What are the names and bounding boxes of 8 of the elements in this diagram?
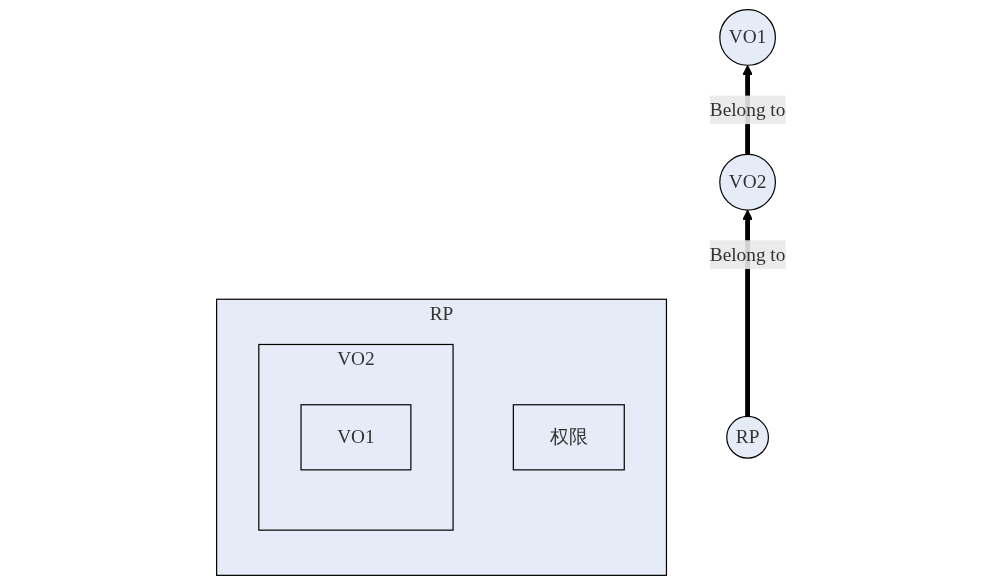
node-box: VO1 [300, 404, 412, 471]
node-box: 权限 [512, 404, 625, 471]
arrow [742, 209, 753, 417]
node-circle: RP [726, 415, 770, 459]
edge-label: Belong to [709, 98, 786, 120]
edge-label: Belong to [709, 243, 786, 265]
node-circle: VO1 [719, 9, 776, 66]
node-circle: VO2 [719, 153, 776, 211]
